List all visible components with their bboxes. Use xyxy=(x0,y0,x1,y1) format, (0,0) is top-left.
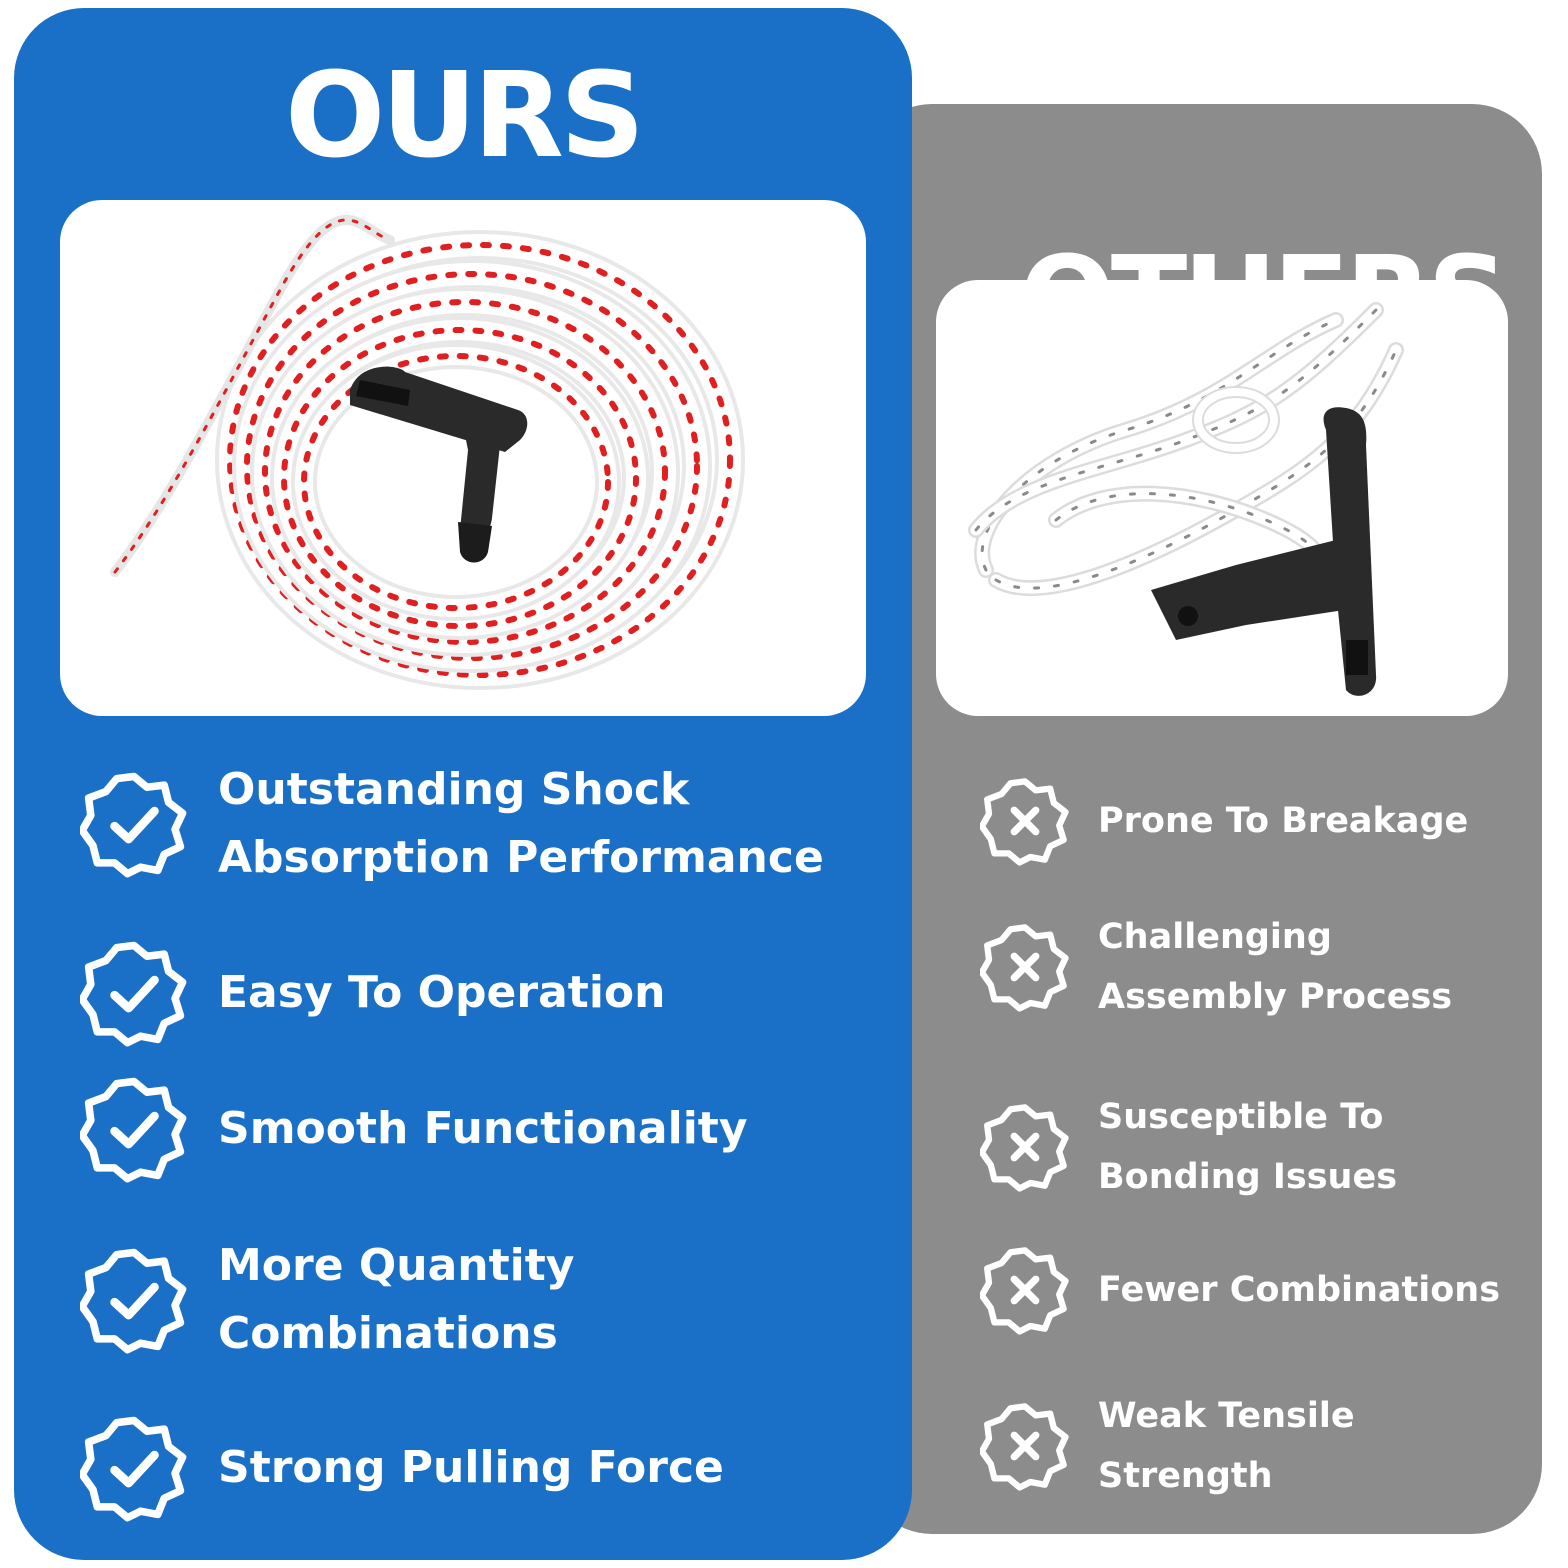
ours-feature-4-label: More Quantity Combinations xyxy=(218,1240,575,1359)
ours-feature-3: Smooth Functionality xyxy=(80,1075,900,1183)
ours-feature-3-label: Smooth Functionality xyxy=(218,1103,748,1154)
ours-feature-4: More Quantity Combinations xyxy=(80,1232,900,1368)
ours-feature-5-label: Strong Pulling Force xyxy=(218,1442,724,1493)
ours-feature-1-label: Outstanding Shock Absorption Performance xyxy=(218,764,824,883)
others-feature-4: Fewer Combinations xyxy=(980,1245,1525,1335)
x-badge-icon xyxy=(980,778,1069,866)
others-feature-3-label: Susceptible To Bonding Issues xyxy=(1098,1097,1398,1197)
others-feature-5: Weak Tensile Strength xyxy=(980,1386,1525,1506)
others-feature-5-label: Weak Tensile Strength xyxy=(1098,1396,1355,1496)
check-badge-icon xyxy=(80,1416,187,1522)
ours-handle-icon xyxy=(350,366,528,563)
others-feature-2-label: Challenging Assembly Process xyxy=(1098,917,1453,1017)
others-feature-2: Challenging Assembly Process xyxy=(980,907,1525,1027)
check-badge-icon xyxy=(80,1077,187,1183)
others-handle-icon xyxy=(1151,407,1377,696)
others-product-photo xyxy=(936,280,1508,716)
x-badge-icon xyxy=(980,1104,1069,1192)
others-feature-1: Prone To Breakage xyxy=(980,776,1525,866)
ours-feature-2-label: Easy To Operation xyxy=(218,967,666,1018)
x-badge-icon xyxy=(980,924,1069,1012)
rope-coil-icon xyxy=(215,230,745,690)
x-badge-icon xyxy=(980,1403,1069,1491)
others-feature-4-label: Fewer Combinations xyxy=(1098,1270,1501,1310)
ours-feature-1: Outstanding Shock Absorption Performance xyxy=(80,756,900,892)
check-badge-icon xyxy=(80,941,187,1047)
others-feature-3: Susceptible To Bonding Issues xyxy=(980,1087,1525,1207)
others-panel: OTHERS xyxy=(862,104,1542,1534)
ours-product-photo xyxy=(60,200,866,716)
ours-panel: OURS xyxy=(14,8,912,1560)
check-badge-icon xyxy=(80,772,187,878)
x-badge-icon xyxy=(980,1247,1069,1335)
others-rope-handle-illustration xyxy=(968,302,1404,696)
check-badge-icon xyxy=(80,1248,187,1354)
others-feature-1-label: Prone To Breakage xyxy=(1098,801,1469,841)
ours-heading: OURS xyxy=(285,46,645,184)
ours-rope-handle-illustration xyxy=(110,215,745,690)
ours-feature-5: Strong Pulling Force xyxy=(80,1414,900,1522)
ours-feature-2: Easy To Operation xyxy=(80,939,900,1047)
